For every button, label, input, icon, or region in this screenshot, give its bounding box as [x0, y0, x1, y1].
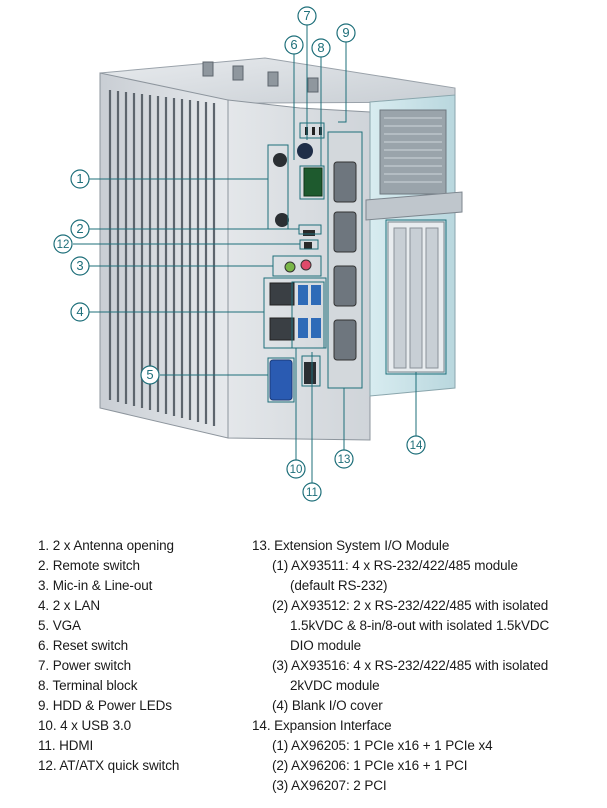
- callout-10: 10: [286, 459, 306, 479]
- callout-9-label: 9: [342, 25, 349, 40]
- callout-1: 1: [70, 169, 90, 189]
- legend-item: 2. Remote switch: [38, 558, 140, 573]
- callout-14-label: 14: [410, 440, 423, 452]
- callout-7-label: 7: [303, 8, 310, 23]
- legend-item: 4. 2 x LAN: [38, 598, 101, 613]
- callout-leaders: [73, 25, 447, 483]
- legend-right-column: 13. Extension System I/O Module (1) AX935…: [252, 536, 597, 796]
- legend-item: 13. Extension System I/O Module: [252, 538, 450, 553]
- legend-item: 14. Expansion Interface: [252, 718, 392, 733]
- legend-item: (default RS-232): [290, 578, 388, 593]
- legend-item: 2kVDC module: [290, 678, 380, 693]
- legend-item: (2) AX96206: 1 PCIe x16 + 1 PCI: [272, 758, 468, 773]
- callout-3: 3: [70, 256, 90, 276]
- legend-item: 7. Power switch: [38, 658, 132, 673]
- legend-item: (1) AX93511: 4 x RS-232/422/485 module: [272, 558, 518, 573]
- callout-10-label: 10: [290, 464, 303, 476]
- legend-item: 9. HDD & Power LEDs: [38, 698, 172, 713]
- callout-4-label: 4: [76, 304, 83, 319]
- legend-item: 12. AT/ATX quick switch: [38, 758, 180, 773]
- legend-item: DIO module: [290, 638, 362, 653]
- antenna-connectors: [202, 61, 319, 93]
- legend-item: (3) AX93516: 4 x RS-232/422/485 with iso…: [272, 658, 549, 673]
- callout-6-label: 6: [290, 37, 297, 52]
- legend-item: 1.5kVDC & 8-in/8-out with isolated 1.5kV…: [290, 618, 550, 633]
- legend-left-column: 1. 2 x Antenna opening 2. Remote switch 3.…: [38, 536, 248, 776]
- callout-1-label: 1: [76, 171, 83, 186]
- callout-12: 12: [53, 234, 73, 254]
- callout-markers: 1 2 12 3 4 5 6 7 8 9 10 11 13 14: [53, 6, 426, 502]
- legend-item: 8. Terminal block: [38, 678, 138, 693]
- heatsink-fins: [108, 90, 216, 426]
- callout-13: 13: [334, 449, 354, 469]
- callout-2: 2: [70, 219, 90, 239]
- callout-14: 14: [406, 435, 426, 455]
- callout-11-label: 11: [306, 487, 318, 499]
- legend-item: 10. 4 x USB 3.0: [38, 718, 132, 733]
- callout-6: 6: [284, 35, 304, 55]
- callout-7: 7: [297, 6, 317, 26]
- legend-item: (4) Blank I/O cover: [272, 698, 383, 713]
- legend-item: 11. HDMI: [38, 738, 94, 753]
- legend-item: 1. 2 x Antenna opening: [38, 538, 174, 553]
- legend-item: 5. VGA: [38, 618, 81, 633]
- callout-12-label: 12: [57, 239, 70, 251]
- product-diagram: 1 2 12 3 4 5 6 7 8 9 10 11 13 14: [53, 6, 463, 502]
- device-illustration: [99, 57, 463, 441]
- callout-2-label: 2: [76, 221, 83, 236]
- legend-item: (1) AX96205: 1 PCIe x16 + 1 PCIe x4: [272, 738, 493, 753]
- callout-4: 4: [70, 302, 90, 322]
- callout-9: 9: [336, 23, 356, 43]
- callout-13-label: 13: [338, 454, 351, 466]
- legend-item: 3. Mic-in & Line-out: [38, 578, 153, 593]
- callout-8: 8: [311, 38, 331, 58]
- callout-5: 5: [140, 365, 160, 385]
- legend-item: (3) AX96207: 2 PCI: [272, 778, 387, 793]
- callout-5-label: 5: [146, 367, 153, 382]
- legend-item: (2) AX93512: 2 x RS-232/422/485 with iso…: [272, 598, 549, 613]
- legend-item: 6. Reset switch: [38, 638, 129, 653]
- callout-11: 11: [302, 482, 322, 502]
- callout-3-label: 3: [76, 258, 83, 273]
- callout-8-label: 8: [317, 40, 324, 55]
